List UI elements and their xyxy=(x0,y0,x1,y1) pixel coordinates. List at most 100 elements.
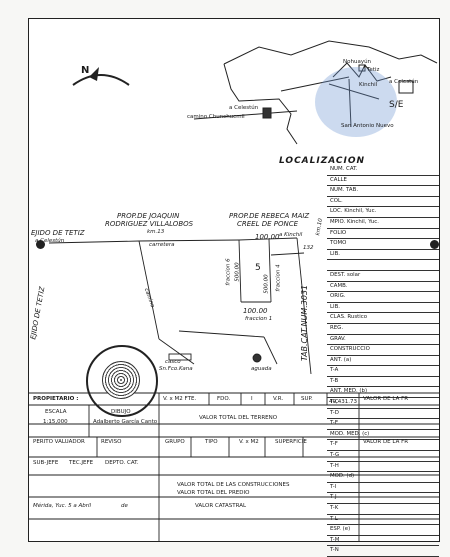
i-header: I xyxy=(251,396,253,402)
table-row: LIB. xyxy=(327,250,439,261)
location-marker xyxy=(262,107,272,119)
dibujo-label: DIBUJO xyxy=(111,409,131,415)
sup-value: 49,431.73 xyxy=(329,399,357,405)
merida-date: Mérida, Yuc. 5 a Abril xyxy=(33,503,92,509)
table-row: T-K xyxy=(327,504,439,515)
tetiz-marker xyxy=(358,64,366,72)
table-row: T-B xyxy=(327,377,439,388)
location-outline-left xyxy=(223,63,298,145)
escala-label: ESCALA xyxy=(45,409,67,415)
stamp-text: S/E xyxy=(389,100,404,110)
prop-left-line1: PROP.DE JOAQUIN xyxy=(117,212,180,220)
dim-top: 100.00 xyxy=(255,233,280,241)
ejido-top-to: a Celestún xyxy=(35,238,65,244)
casco-label-2: Sn.Fco.Kana xyxy=(159,366,193,372)
valor-fr2-header: VALOR DE LA FR xyxy=(363,439,409,445)
casco-label-1: casco xyxy=(165,359,181,365)
table-row: TOMO xyxy=(327,239,439,250)
place-celestun-left: a Celestún xyxy=(229,105,259,111)
valor-terreno-label: VALOR TOTAL DEL TERRENO xyxy=(199,415,278,421)
perito-label: PERITO VALUADOR xyxy=(33,439,85,445)
plan-aguada-line xyxy=(178,330,265,338)
celestun-marker xyxy=(398,80,414,94)
fraccion-bottom: fraccion 1 xyxy=(245,316,273,322)
prop-right-line2: CREEL DE PONCE xyxy=(237,220,299,228)
table-row: T-C xyxy=(327,398,439,409)
dim-bottom: 100.00 xyxy=(243,307,268,315)
plan-left-road xyxy=(48,240,140,244)
table-row: NUM. TAB. xyxy=(327,186,439,197)
vr-header: V.R. xyxy=(273,396,284,402)
place-camino-chunchucmil: camino Chunchucmil xyxy=(187,114,245,120)
table-row: T-A xyxy=(327,366,439,377)
dibujo-value: Adalberto García Canto xyxy=(93,419,158,425)
propietario-label: PROPIETARIO : xyxy=(33,396,79,402)
km-13: km.13 xyxy=(147,229,165,235)
carretera-label: carretera xyxy=(149,242,175,248)
table-row: T-M xyxy=(327,536,439,547)
plan-lot-left xyxy=(238,239,242,303)
location-title: LOCALIZACION xyxy=(279,156,366,166)
prop-right-line1: PROP.DE REBECA MAIZ xyxy=(229,212,310,220)
plan-carretera-2 xyxy=(238,237,298,241)
table-row: CAMB. xyxy=(327,282,439,293)
table-row: T-D xyxy=(327,409,439,420)
table-row: DEST. solar xyxy=(327,271,439,282)
table-row: GRAV. xyxy=(327,335,439,346)
location-road-2 xyxy=(328,83,380,100)
aguada-marker xyxy=(252,353,262,363)
plan-camino xyxy=(138,240,160,340)
table-row: LIB. xyxy=(327,303,439,314)
vm2-header: V. x M2 FTE. xyxy=(163,396,197,402)
place-san-antonio: San Antonio Nuevo xyxy=(341,123,394,129)
table-row: T-L xyxy=(327,515,439,526)
escala-value: 1:15,000 xyxy=(43,419,68,425)
table-row: NUM. CAT. xyxy=(327,165,439,176)
dim-left: 500.00 xyxy=(234,262,241,282)
table-row: T-H xyxy=(327,462,439,473)
valor-predio: VALOR TOTAL DEL PREDIO xyxy=(177,490,250,496)
fraccion-right: fraccion 4 xyxy=(275,264,282,292)
place-nohuayun: Nohuayún xyxy=(343,59,372,65)
sub-jefe-label: SUB-JEFE xyxy=(33,460,59,466)
table-row: COL. xyxy=(327,197,439,208)
prop-left-line2: RODRIGUEZ VILLALOBOS xyxy=(105,220,194,228)
binder-hole-left xyxy=(36,240,45,249)
table-row: MPIO. Kinchil, Yuc. xyxy=(327,218,439,229)
vxm2-header: V. x M2 xyxy=(239,439,259,445)
table-row: REG. xyxy=(327,324,439,335)
table-row: FOLIO xyxy=(327,229,439,240)
date-de: de xyxy=(121,503,128,509)
sup-header: SUP. xyxy=(301,396,313,402)
table-row xyxy=(327,260,439,271)
table-row: ANT. (a) xyxy=(327,356,439,367)
table-row: CLAS. Rustico xyxy=(327,313,439,324)
cadastral-sheet: Nohuayún Tetiz Kinchil a Celestún a Cele… xyxy=(28,18,440,557)
reviso-label: REVISO xyxy=(101,439,122,445)
lot-number: 5 xyxy=(255,263,261,273)
table-row: MOD. MED. (c) xyxy=(327,430,439,441)
official-seal xyxy=(86,345,158,417)
fdo-header: FDO. xyxy=(217,396,231,402)
valor-header: VALOR DE LA FR xyxy=(363,396,409,402)
kinchil-label: a Kinchil xyxy=(279,232,303,238)
plan-lot-right xyxy=(268,238,272,303)
table-row: T-F xyxy=(327,440,439,452)
valor-construcciones: VALOR TOTAL DE LAS CONSTRUCCIONES xyxy=(177,482,290,488)
table-row: CALLE xyxy=(327,176,439,187)
table-row: ANT. MED. (b) xyxy=(327,387,439,399)
place-tetiz: Tetiz xyxy=(367,67,380,73)
tec-jefe-label: TEC.JEFE xyxy=(69,460,94,466)
plan-aguada-line-2 xyxy=(263,336,278,365)
depto-label: DEPTO. CAT. xyxy=(105,460,139,466)
ejido-top-label: EJIDO DE TETIZ xyxy=(31,229,85,237)
fraccion-left: fraccion 6 xyxy=(225,258,232,286)
dim-right: 500.00 xyxy=(263,274,270,294)
place-celestun-right: a Celestún xyxy=(389,79,419,85)
location-road xyxy=(280,76,350,92)
table-row: T-N xyxy=(327,546,439,557)
table-row: LOC. Kinchil, Yuc. xyxy=(327,207,439,218)
table-row: MOD. (d) xyxy=(327,472,439,483)
num-132: 132 xyxy=(303,245,314,251)
table-row: T-E xyxy=(327,419,439,430)
